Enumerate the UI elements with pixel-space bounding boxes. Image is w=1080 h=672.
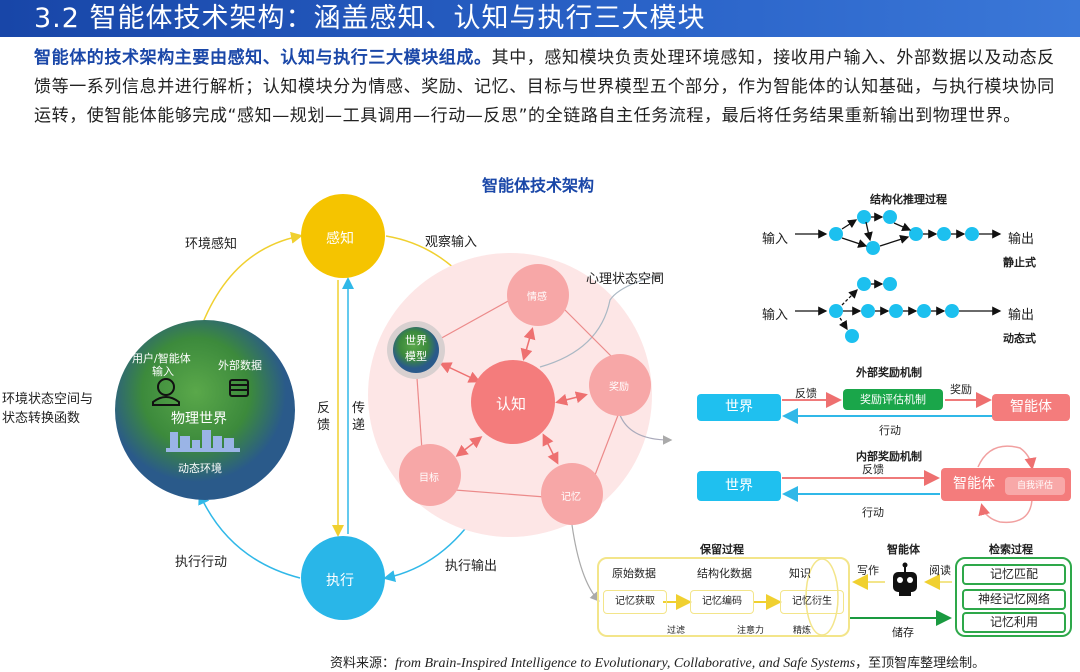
memory-encode-box: 记忆编码 (690, 590, 754, 614)
int-agent-label: 智能体 (953, 476, 995, 492)
self-eval-box: 自我评估 (1005, 477, 1065, 495)
exec-action-label: 执行行动 (175, 555, 228, 570)
internal-reward-title: 内部奖励机制 (856, 450, 922, 463)
transmit-label: 传递 (352, 401, 366, 433)
execution-circle (301, 536, 385, 620)
ext-world-box: 世界 (697, 394, 781, 421)
static-input: 输入 (762, 232, 789, 247)
ext-agent-box: 智能体 (992, 394, 1070, 421)
structured-data-label: 结构化数据 (697, 567, 752, 580)
store-label: 储存 (892, 626, 914, 639)
env-perception-label: 环境感知 (185, 237, 238, 252)
write-label: 写作 (857, 564, 879, 577)
retrieve-title: 检索过程 (989, 543, 1033, 556)
dynamic-output: 输出 (1008, 308, 1035, 323)
memory-use-box: 记忆利用 (962, 612, 1066, 633)
dynamic-env-label: 动态环境 (178, 462, 222, 475)
goal-label: 目标 (419, 473, 439, 484)
static-label: 静止式 (1003, 256, 1036, 269)
node-emotion (507, 264, 569, 326)
intro-lead: 智能体的技术架构主要由感知、认知与执行三大模块组成。 (34, 48, 492, 68)
int-action-label: 行动 (862, 506, 884, 519)
reward-label: 奖励 (609, 382, 629, 393)
retrieve-process-box (955, 557, 1072, 637)
source-prefix: 资料来源： (330, 656, 396, 671)
feedback-label: 反馈 (317, 401, 331, 433)
env-perception-arrow (199, 231, 303, 331)
dynamic-label: 动态式 (1003, 332, 1036, 345)
source-title: from Brain-Inspired Intelligence to Evol… (395, 656, 856, 671)
node-memory (541, 463, 603, 525)
world-model-line1: 世界 (405, 334, 427, 347)
node-cognition (471, 360, 555, 444)
user-input-line1: 用户/智能体 (132, 352, 191, 365)
memory-derive-box: 记忆衍生 (780, 590, 844, 614)
static-output: 输出 (1008, 232, 1035, 247)
mental-space-label: 心理状态空间 (586, 272, 665, 287)
ext-action-label: 行动 (879, 424, 901, 437)
perception-circle (301, 194, 385, 278)
exec-output-label: 执行输出 (445, 559, 498, 574)
user-icon (157, 378, 175, 396)
diagram-title: 智能体技术架构 (482, 176, 595, 195)
int-feedback-label: 反馈 (862, 463, 884, 476)
perception-label: 感知 (326, 231, 354, 247)
reasoning-title: 结构化推理过程 (870, 193, 947, 206)
reward-evaluator-box: 奖励评估机制 (843, 389, 943, 410)
retain-title: 保留过程 (700, 543, 744, 556)
attention-label: 注意力 (737, 626, 765, 636)
world-model-line2: 模型 (405, 350, 427, 363)
memory-label: 记忆 (561, 492, 581, 503)
node-goal (399, 444, 461, 506)
env-state-line1: 环境状态空间与 (2, 392, 94, 407)
physical-world-label: 物理世界 (171, 411, 227, 427)
source-suffix: ，至顶智库整理绘制。 (855, 656, 986, 671)
reasoning-nodes (829, 210, 979, 343)
emotion-label: 情感 (527, 292, 547, 303)
read-label: 阅读 (929, 564, 951, 577)
node-world-model (393, 327, 439, 373)
refine-label: 精炼 (793, 626, 812, 636)
intro-body: 其中，感知模块负责处理环境感知，接收用户输入、外部数据以及动态反馈等一系列信息并… (34, 48, 1055, 126)
external-data-label: 外部数据 (218, 359, 262, 372)
retain-process-box (597, 557, 850, 637)
database-icon (229, 379, 249, 397)
observe-input-label: 观察输入 (425, 235, 478, 250)
memory-match-box: 记忆匹配 (962, 564, 1066, 585)
execution-label: 执行 (326, 573, 354, 589)
memory-acquire-box: 记忆获取 (603, 590, 667, 614)
agent-title: 智能体 (887, 543, 920, 556)
globe-physical-world (115, 320, 295, 500)
neural-memory-box: 神经记忆网络 (962, 589, 1066, 610)
city-skyline-icon (166, 430, 240, 452)
int-world-box: 世界 (697, 471, 781, 501)
intro-paragraph: 智能体的技术架构主要由感知、认知与执行三大模块组成。其中，感知模块负责处理环境感… (34, 44, 1064, 131)
filter-label: 过滤 (667, 626, 686, 636)
robot-icon (893, 562, 917, 596)
ext-feedback-label: 反馈 (795, 387, 817, 400)
dynamic-input: 输入 (762, 308, 789, 323)
node-reward (589, 354, 651, 416)
external-reward-title: 外部奖励机制 (856, 366, 922, 379)
knowledge-label: 知识 (789, 567, 811, 580)
page-title: 3.2 智能体技术架构：涵盖感知、认知与执行三大模块 (0, 0, 1080, 37)
ext-reward-label: 奖励 (950, 383, 972, 396)
env-state-line2: 状态转换函数 (2, 411, 81, 426)
raw-data-label: 原始数据 (612, 567, 656, 580)
cognition-label: 认知 (496, 395, 527, 413)
source-note: 资料来源：from Brain-Inspired Intelligence to… (330, 652, 985, 672)
user-input-line2: 输入 (152, 365, 174, 378)
exec-action-arrow (198, 492, 301, 579)
